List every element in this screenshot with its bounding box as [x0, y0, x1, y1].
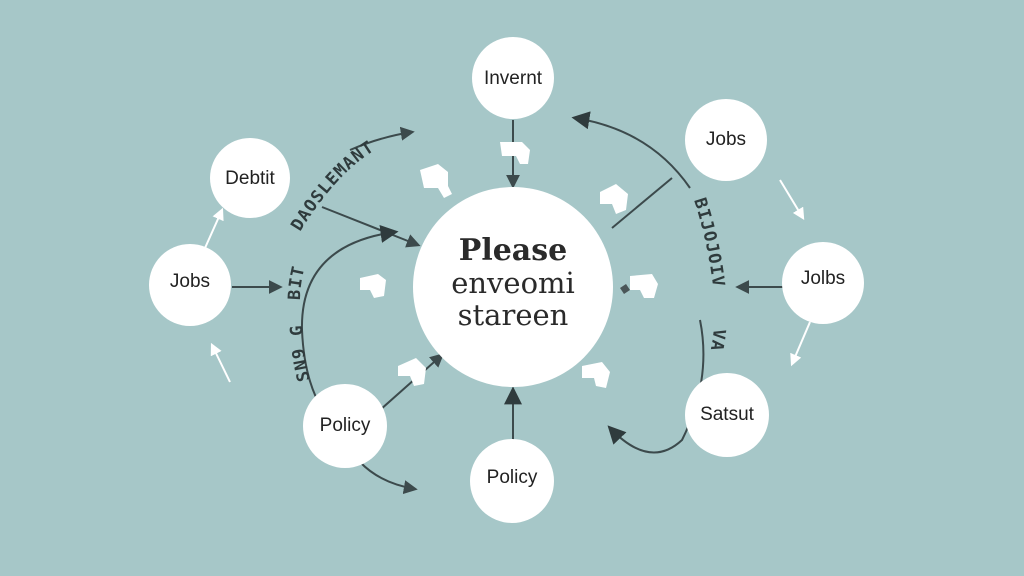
node-debtit[interactable]: Debtit — [210, 138, 290, 218]
node-label-policy-bottom: Policy — [487, 467, 538, 488]
node-jobs-top-right[interactable]: Jobs — [685, 99, 767, 181]
node-jobs-left[interactable]: Jobs — [149, 244, 231, 326]
mark-top-left — [420, 164, 452, 198]
node-satsut[interactable]: Satsut — [685, 373, 769, 457]
arrow-lower-left — [210, 342, 231, 383]
node-label-invernt: Invernt — [484, 68, 543, 89]
mark-right-dot — [620, 284, 630, 294]
light-arrows — [204, 179, 811, 383]
connector-top-right — [611, 177, 673, 229]
hub-label-line2: enveomi — [451, 266, 575, 300]
decorative-marks — [360, 142, 658, 388]
hub-connectors — [232, 120, 785, 440]
connector-upper-left — [321, 206, 421, 248]
curve-label-right-upper: BIJOJOIV — [689, 196, 728, 289]
arc-top-left-text — [349, 126, 415, 151]
node-policy-bottom[interactable]: Policy — [470, 439, 554, 523]
node-label-jobs-top-right: Jobs — [706, 129, 746, 150]
mark-right — [630, 274, 658, 298]
node-label-satsut: Satsut — [700, 404, 755, 425]
curve-label-right-lower: VA BO — [0, 0, 729, 366]
arrow-jobs-right-down — [779, 179, 805, 221]
hub-label-line1: Please — [459, 233, 567, 268]
curve-label-left-upper: BIT — [285, 264, 309, 301]
mark-left — [360, 274, 386, 298]
mark-bottom-left — [398, 358, 426, 386]
node-label-jolbs-right: Jolbs — [801, 268, 845, 289]
arc-right-bottom — [607, 319, 705, 454]
hub-circle — [413, 187, 613, 387]
arrow-jobs-to-debtit — [204, 207, 224, 249]
arc-left-bottom — [359, 461, 418, 495]
node-label-policy-left: Policy — [320, 415, 371, 436]
arc-top-right — [571, 111, 691, 189]
node-policy-left[interactable]: Policy — [303, 384, 387, 468]
hub-node[interactable]: Please enveomi stareen — [413, 187, 613, 387]
arrow-jolbs-down — [790, 321, 811, 367]
node-invernt[interactable]: Invernt — [472, 37, 554, 119]
hub-label-line3: stareen — [458, 298, 569, 332]
mark-top-right — [600, 184, 628, 214]
connector-policy-left — [379, 353, 445, 411]
mark-bottom-right — [582, 362, 610, 388]
node-jolbs-right[interactable]: Jolbs — [782, 242, 864, 324]
node-label-jobs-left: Jobs — [170, 271, 210, 292]
mark-top — [500, 142, 530, 164]
node-label-debtit: Debtit — [225, 168, 275, 189]
curve-label-top-left: DAOSLEMANT — [287, 137, 378, 234]
